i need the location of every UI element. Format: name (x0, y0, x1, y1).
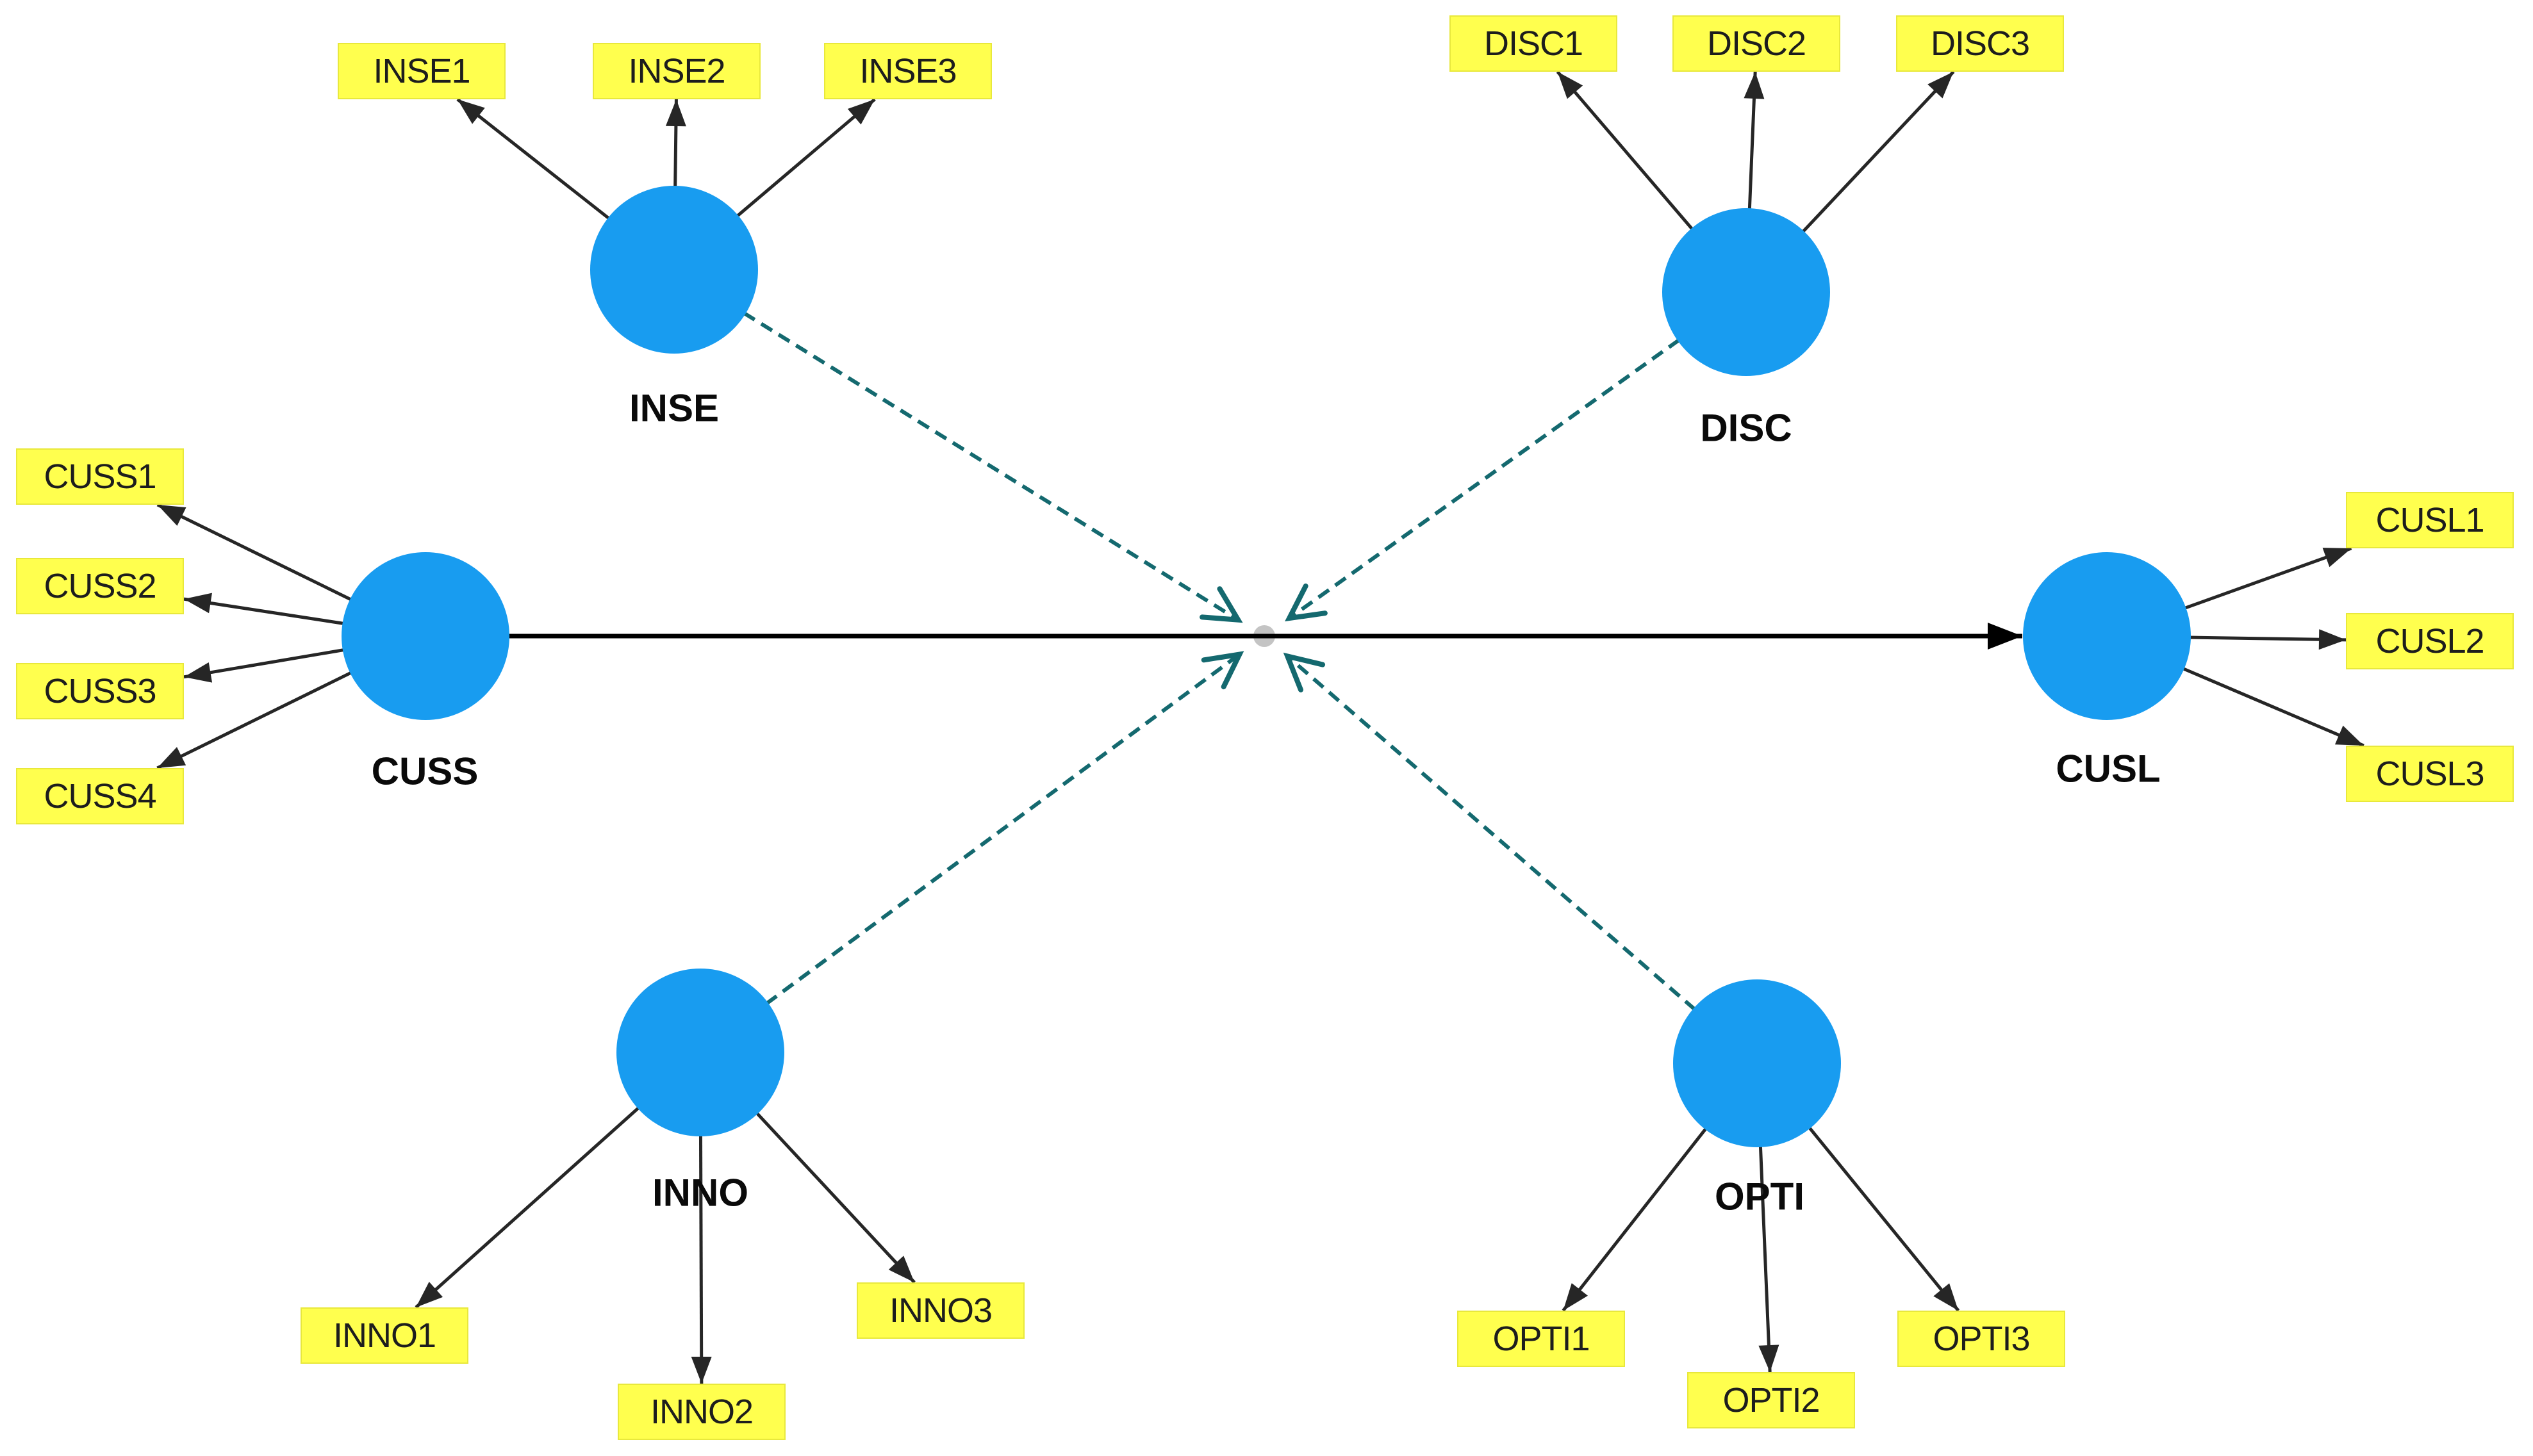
latent-circle-INNO (616, 969, 784, 1136)
moderation-arrow-DISC (1285, 290, 1747, 622)
indicator-label: INNO2 (650, 1393, 754, 1431)
indicator-box-OPTI3: OPTI3 (1897, 1311, 2065, 1367)
latent-circle-CUSS (342, 552, 509, 720)
indicator-label: DISC2 (1706, 24, 1806, 63)
indicator-label: DISC1 (1483, 24, 1583, 63)
indicator-label: CUSS4 (44, 777, 156, 815)
indicator-box-CUSS2: CUSS2 (16, 558, 184, 614)
indicator-label: INSE3 (859, 52, 957, 90)
indicator-box-DISC2: DISC2 (1672, 15, 1840, 72)
indicator-label: CUSS2 (44, 567, 156, 605)
indicator-box-DISC3: DISC3 (1896, 15, 2064, 72)
latent-circle-CUSL (2023, 552, 2191, 720)
latent-label-CUSS: CUSS (371, 749, 479, 793)
indicator-box-INNO2: INNO2 (618, 1384, 786, 1440)
moderation-arrow-INSE (673, 268, 1243, 623)
indicator-label: CUSL3 (2375, 755, 2484, 793)
indicator-label: CUSS3 (44, 672, 156, 710)
moderation-arrow-INNO (699, 651, 1244, 1054)
indicator-box-CUSL3: CUSL3 (2346, 746, 2514, 802)
latent-label-CUSL: CUSL (2056, 747, 2161, 790)
indicator-box-OPTI2: OPTI2 (1687, 1372, 1855, 1428)
indicator-box-INNO3: INNO3 (857, 1282, 1025, 1339)
indicator-box-OPTI1: OPTI1 (1457, 1311, 1625, 1367)
indicator-label: INSE2 (628, 52, 725, 90)
indicator-box-CUSL2: CUSL2 (2346, 613, 2514, 669)
indicator-label: CUSS1 (44, 457, 156, 496)
indicator-label: DISC3 (1930, 24, 2030, 63)
latent-circle-DISC (1662, 208, 1830, 376)
indicator-box-DISC1: DISC1 (1449, 15, 1617, 72)
indicator-box-CUSL1: CUSL1 (2346, 492, 2514, 548)
indicator-label: CUSL2 (2375, 622, 2484, 660)
indicator-box-CUSS4: CUSS4 (16, 768, 184, 824)
indicator-label: INSE1 (373, 52, 470, 90)
indicator-label: INNO1 (333, 1316, 436, 1355)
indicator-box-INSE1: INSE1 (338, 43, 506, 99)
indicator-box-CUSS1: CUSS1 (16, 448, 184, 505)
latent-label-OPTI: OPTI (1714, 1175, 1805, 1218)
indicator-label: OPTI2 (1722, 1381, 1820, 1419)
indicator-box-INSE2: INSE2 (593, 43, 761, 99)
latent-label-DISC: DISC (1700, 406, 1792, 450)
indicator-box-INSE3: INSE3 (824, 43, 992, 99)
latent-label-INNO: INNO (652, 1171, 748, 1215)
latent-label-INSE: INSE (629, 386, 720, 430)
indicator-label: INNO3 (889, 1291, 993, 1330)
indicator-box-CUSS3: CUSS3 (16, 663, 184, 719)
moderation-arrow-OPTI (1283, 652, 1758, 1065)
indicator-label: CUSL1 (2375, 501, 2484, 539)
latent-circle-INSE (590, 186, 758, 354)
latent-circle-OPTI (1673, 979, 1841, 1147)
indicator-box-INNO1: INNO1 (301, 1307, 468, 1364)
indicator-label: OPTI3 (1933, 1320, 2030, 1358)
indicator-label: OPTI1 (1492, 1320, 1590, 1358)
